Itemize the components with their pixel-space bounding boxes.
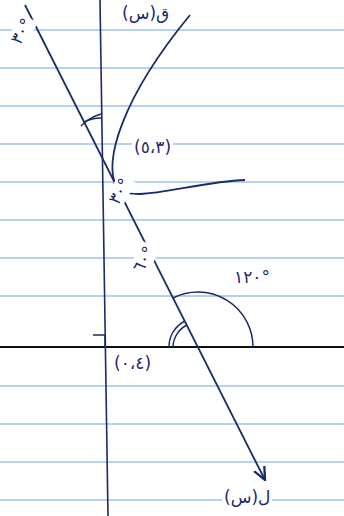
curve [112, 15, 245, 194]
vertical-line [100, 0, 108, 516]
angle-arc [173, 292, 253, 347]
angle-arc [169, 321, 185, 347]
x-axis [0, 346, 344, 348]
math-label: ٣٠° [104, 173, 136, 209]
ruled-lines [0, 30, 344, 500]
right-angle-mark [93, 335, 105, 347]
math-label: (٥،٣) [132, 138, 173, 157]
math-label: ل(س) [222, 488, 272, 507]
math-label: ق(س) [120, 4, 171, 23]
math-label: ١٢٠° [232, 268, 272, 287]
angle-arc [81, 114, 101, 126]
math-label: ٦٠° [128, 241, 160, 277]
math-label: (٠،٤) [112, 354, 153, 373]
tangent-line [25, 5, 265, 480]
